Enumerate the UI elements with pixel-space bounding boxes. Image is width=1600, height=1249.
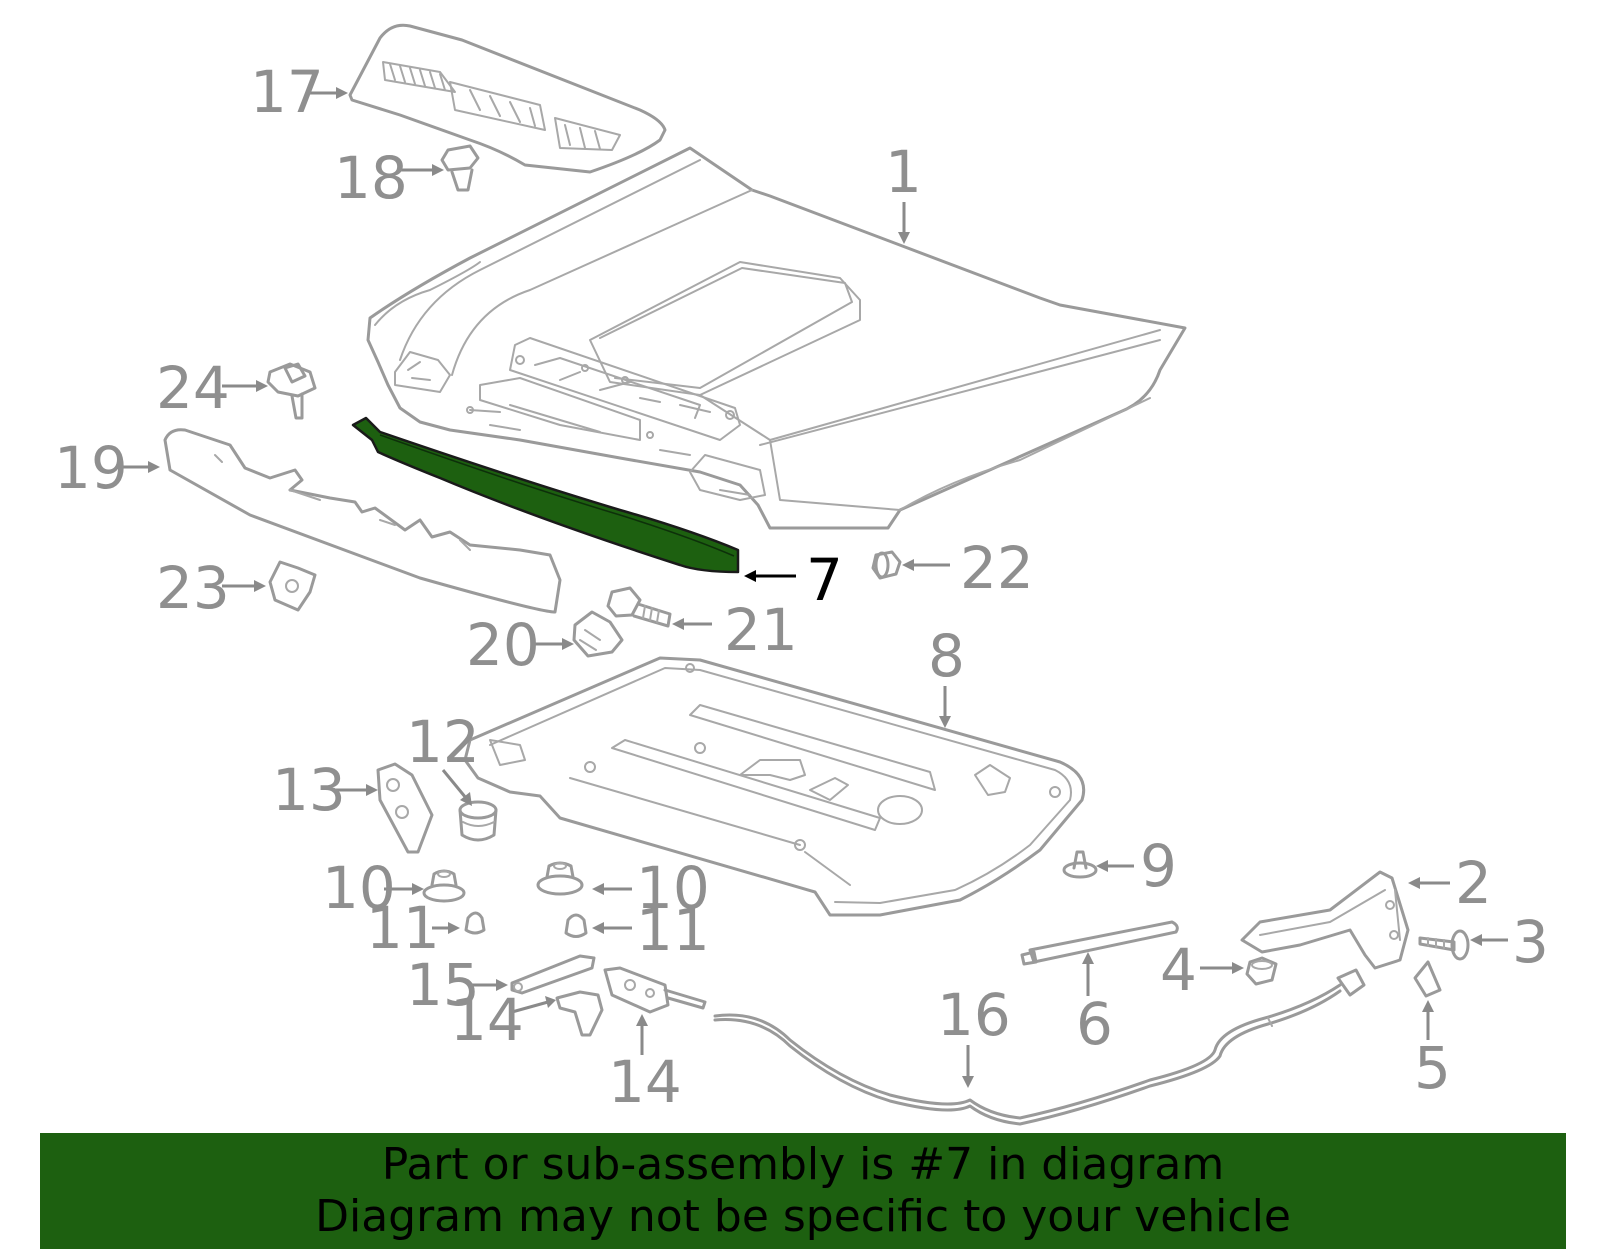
callout-18[interactable]: 18	[334, 144, 408, 212]
callout-20[interactable]: 20	[466, 611, 540, 679]
part-1-hood-panel[interactable]	[366, 146, 1187, 530]
callout-13[interactable]: 13	[272, 756, 346, 824]
callout-2[interactable]: 2	[1455, 849, 1492, 917]
callout-19[interactable]: 19	[54, 434, 128, 502]
part-11-cap-right[interactable]	[564, 913, 588, 938]
part-18-clip[interactable]	[440, 144, 480, 192]
info-banner: Part or sub-assembly is #7 in diagram Di…	[40, 1133, 1566, 1249]
part-14-bracket-left[interactable]	[555, 990, 604, 1037]
callout-12[interactable]: 12	[406, 708, 480, 776]
callout-11-right[interactable]: 11	[636, 896, 710, 964]
part-8-hood-insulator[interactable]	[463, 656, 1086, 917]
callout-10-right[interactable]: 10	[636, 854, 710, 922]
part-2-hood-hinge[interactable]	[1240, 870, 1410, 970]
part-11-cap-left[interactable]	[464, 911, 486, 935]
callout-10-left[interactable]: 10	[322, 854, 396, 922]
callout-15[interactable]: 15	[406, 951, 480, 1019]
part-5-nut-plate[interactable]	[1413, 960, 1442, 998]
callout-3[interactable]: 3	[1512, 908, 1549, 976]
part-24-bolt[interactable]	[266, 362, 317, 420]
part-19-front-deflector[interactable]	[163, 428, 562, 614]
part-13-hinge-bracket[interactable]	[376, 762, 434, 854]
callout-23[interactable]: 23	[156, 554, 230, 622]
banner-line-part: Part or sub-assembly is #7 in diagram	[381, 1139, 1225, 1190]
callout-14-center[interactable]: 14	[608, 1048, 682, 1116]
callout-7[interactable]: 7	[806, 546, 843, 614]
part-16-release-cable[interactable]	[713, 968, 1366, 1126]
banner-line-disclaimer: Diagram may not be specific to your vehi…	[315, 1191, 1291, 1242]
callout-24[interactable]: 24	[156, 354, 230, 422]
part-21-bolt[interactable]	[606, 586, 672, 628]
callout-9[interactable]: 9	[1140, 832, 1177, 900]
part-10-grommet-left[interactable]	[422, 869, 466, 903]
part-7-hood-seal-highlighted[interactable]	[351, 416, 740, 574]
part-12-hood-bumper[interactable]	[458, 800, 498, 842]
part-22-grommet[interactable]	[871, 550, 902, 580]
part-10-grommet-right[interactable]	[536, 861, 584, 896]
callout-8[interactable]: 8	[928, 622, 965, 690]
leader-arrows	[122, 87, 1508, 1088]
callout-6[interactable]: 6	[1076, 990, 1113, 1058]
callout-labels: 17 18 1 24 19 7 22 23 21 20 8 12 13 9 2 …	[54, 58, 1549, 1116]
callout-5[interactable]: 5	[1414, 1034, 1451, 1102]
callout-17[interactable]: 17	[250, 58, 324, 126]
part-14-hood-latch[interactable]	[603, 966, 707, 1014]
callout-11-left[interactable]: 11	[366, 894, 440, 962]
part-6-hood-support-rod[interactable]	[1020, 920, 1179, 966]
part-23-clip-nut[interactable]	[268, 560, 317, 612]
part-20-bumper-stop[interactable]	[572, 610, 624, 658]
callout-1[interactable]: 1	[885, 138, 922, 206]
part-9-push-clip[interactable]	[1062, 850, 1098, 879]
callout-22[interactable]: 22	[960, 534, 1034, 602]
callout-4[interactable]: 4	[1160, 936, 1197, 1004]
callout-14-left[interactable]: 14	[450, 986, 524, 1054]
part-17-hood-scoop-insert[interactable]	[348, 23, 667, 174]
part-15-release-lever[interactable]	[510, 954, 596, 995]
callout-21[interactable]: 21	[724, 596, 798, 664]
callout-16[interactable]: 16	[937, 981, 1011, 1049]
part-3-bolt[interactable]	[1418, 929, 1470, 961]
part-4-grommet[interactable]	[1245, 956, 1278, 986]
